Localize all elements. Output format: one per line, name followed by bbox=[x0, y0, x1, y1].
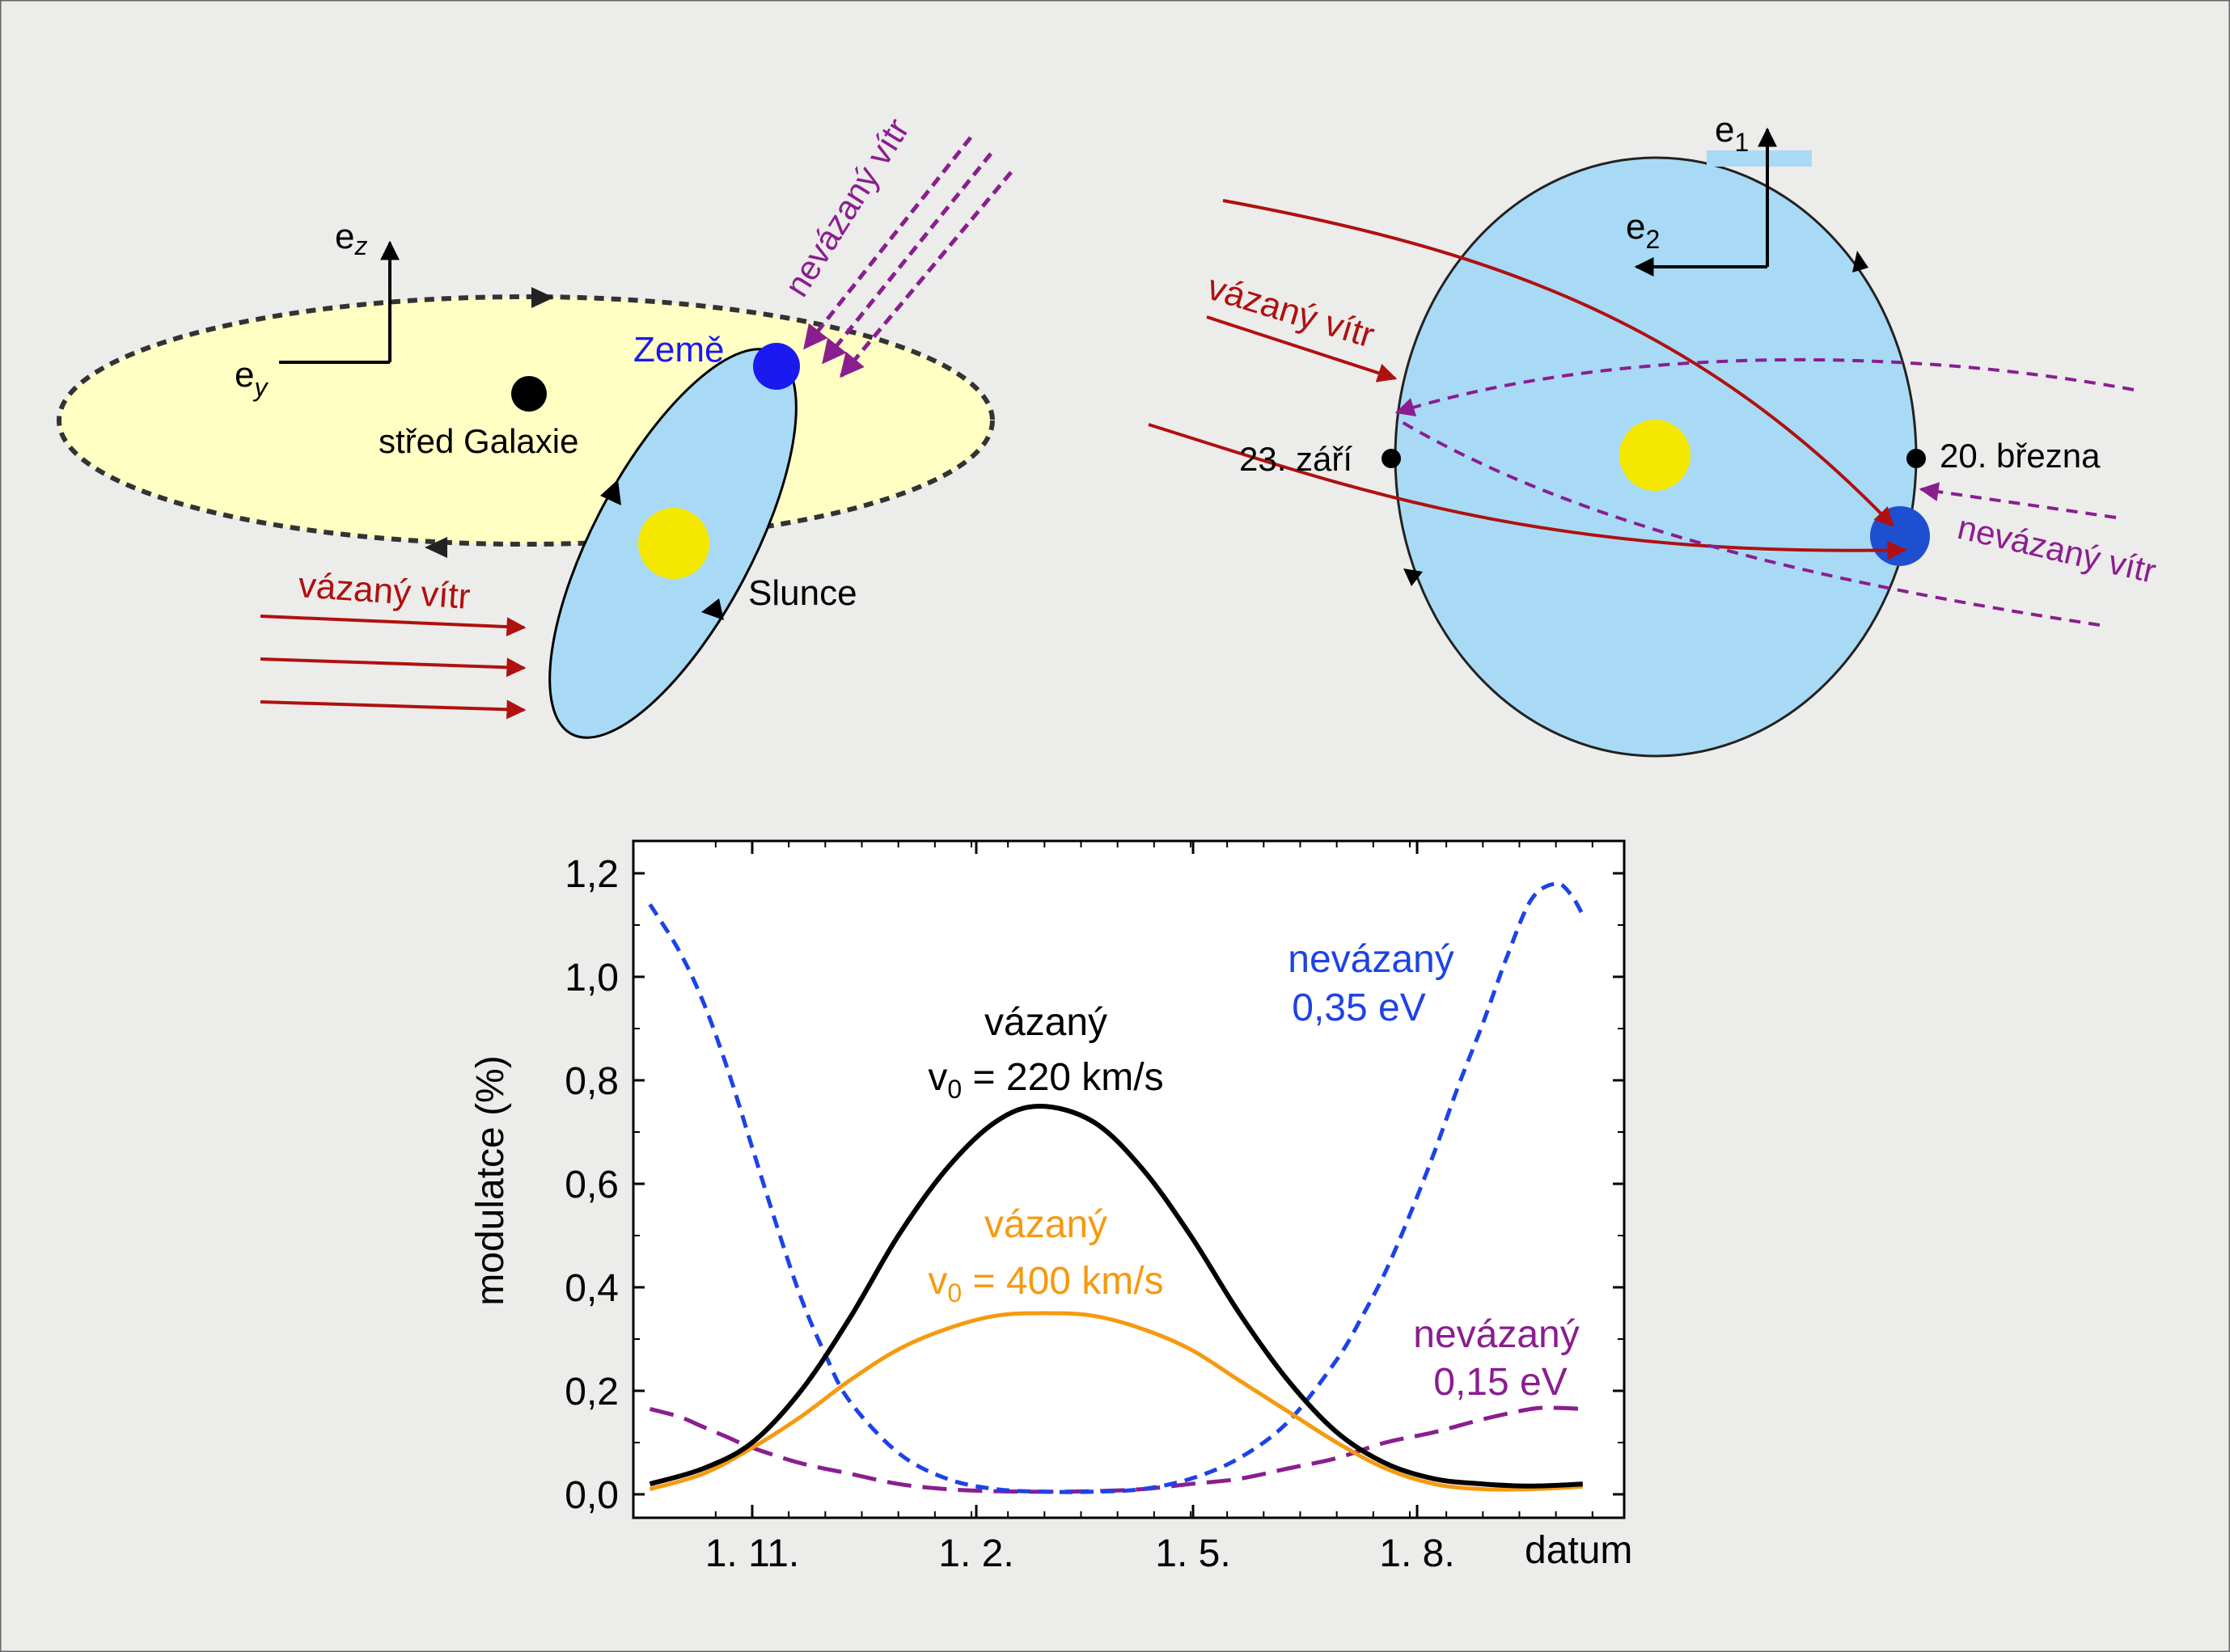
y-tick-label: 0,4 bbox=[565, 1267, 619, 1310]
y-tick-label: 0,8 bbox=[565, 1060, 619, 1103]
label-bound-220-line1: vázaný bbox=[984, 1001, 1107, 1044]
date-left-label: 23. září bbox=[1239, 440, 1352, 478]
y-tick-label: 0,2 bbox=[565, 1371, 619, 1413]
sun-orbit-arrow-right bbox=[701, 598, 724, 620]
earth-right bbox=[1870, 506, 1930, 566]
sun-right bbox=[1619, 420, 1690, 491]
axis-e2-label: e2 bbox=[1626, 207, 1660, 254]
unbound-wind-arrows bbox=[803, 136, 1013, 378]
y-tick-label: 1,2 bbox=[565, 853, 619, 896]
date-right-label: 20. března bbox=[1940, 437, 2101, 475]
y-axis-ticks: 0,0 0,2 0,4 0,6 0,8 1,0 1,2 bbox=[565, 853, 1624, 1517]
x-axis-label: datum bbox=[1525, 1529, 1632, 1572]
x-axis-ticks: 1. 11. 1. 2. 1. 5. 1. 8. bbox=[705, 841, 1593, 1575]
y-tick-label: 1,0 bbox=[565, 957, 619, 999]
right-bound-wind bbox=[1148, 199, 1907, 560]
label-unbound-035-line2: 0,35 eV bbox=[1292, 987, 1425, 1029]
right-diagram: e1 e2 vázaný vítr nevázaný vítr 23. září… bbox=[1148, 110, 2160, 758]
label-bound-400-line1: vázaný bbox=[984, 1203, 1107, 1246]
axis-e1-label: e1 bbox=[1715, 110, 1749, 157]
orbit-arrow-bottom bbox=[1403, 568, 1423, 586]
sun bbox=[638, 508, 709, 579]
label-bound-400-line2: v0 = 400 km/s bbox=[928, 1260, 1163, 1308]
sun-label: Slunce bbox=[748, 573, 857, 613]
label-unbound-035-line1: nevázaný bbox=[1288, 938, 1454, 981]
y-tick-label: 0,0 bbox=[565, 1474, 619, 1517]
x-tick-label: 1. 2. bbox=[938, 1532, 1013, 1575]
galaxy-arrow-bottom bbox=[425, 537, 447, 558]
date-right-dot bbox=[1906, 449, 1926, 468]
modulation-chart: 0,00,20,40,60,81,01,2 1. 11.1. 2.1. 5.1.… bbox=[469, 839, 1632, 1575]
x-tick-label: 1. 5. bbox=[1155, 1532, 1230, 1575]
x-tick-label: 1. 11. bbox=[705, 1532, 800, 1575]
right-unbound-wind bbox=[1394, 357, 2135, 627]
galaxy-center-label: střed Galaxie bbox=[379, 422, 578, 460]
axis-ey-label: ey bbox=[235, 355, 269, 402]
earth-label: Země bbox=[633, 330, 724, 370]
orbit-gap bbox=[1707, 150, 1812, 167]
bound-wind-arrows bbox=[260, 615, 527, 720]
x-tick-label: 1. 8. bbox=[1379, 1532, 1454, 1575]
y-axis-label: modulatce (%) bbox=[469, 1055, 512, 1305]
galaxy-arrow-top bbox=[531, 287, 554, 308]
label-unbound-015-line2: 0,15 eV bbox=[1433, 1361, 1567, 1404]
curves bbox=[648, 881, 1585, 1494]
date-left-dot bbox=[1382, 449, 1401, 468]
sun-orbit-arrow-left bbox=[600, 480, 621, 505]
label-unbound-015-line1: nevázaný bbox=[1413, 1313, 1579, 1356]
orbit-arrow-top bbox=[1852, 251, 1868, 273]
curve-bound-400 bbox=[649, 1311, 1583, 1492]
y-tick-label: 0,6 bbox=[565, 1164, 619, 1206]
plot-area bbox=[632, 839, 1626, 1519]
galaxy-disk bbox=[57, 294, 995, 547]
earth bbox=[753, 343, 800, 390]
label-bound-220-line2: v0 = 220 km/s bbox=[928, 1056, 1163, 1104]
curve-bound-220 bbox=[649, 1103, 1583, 1489]
axis-ez-label: ez bbox=[335, 217, 367, 260]
galaxy-center-dot bbox=[511, 376, 547, 412]
